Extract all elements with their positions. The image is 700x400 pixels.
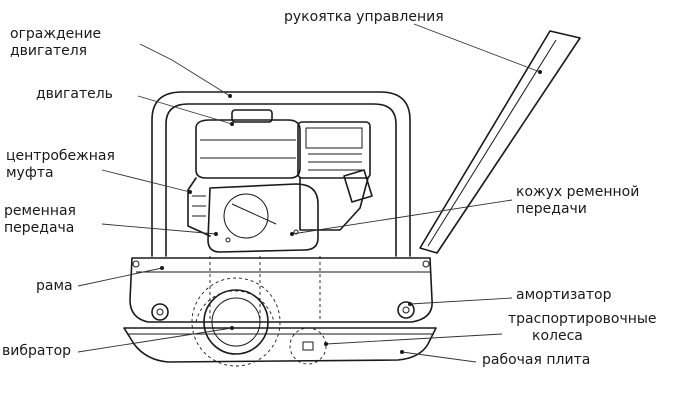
label-shock-absorber: амортизатор (516, 287, 612, 303)
label-centrifugal-clutch: центробежная муфта (6, 148, 115, 181)
label-engine: двигатель (36, 86, 113, 102)
label-frame: рама (36, 278, 73, 294)
label-engine-guard: ограждение двигателя (10, 26, 102, 59)
vibrator-shape (191, 277, 281, 367)
frame-shape (129, 256, 433, 323)
label-transport-wheels: траспортировочные колеса (508, 311, 657, 344)
work-plate-shape (123, 327, 437, 363)
label-vibrator: вибратор (2, 343, 72, 359)
label-belt-drive: ременная передача (4, 203, 76, 236)
label-belt-cover: кожух ременной передачи (516, 184, 640, 217)
label-work-plate: рабочая плита (482, 352, 591, 368)
label-control-handle: рукоятка управления (284, 9, 444, 25)
engine-shape (187, 109, 373, 237)
belt-cover-shape (207, 183, 319, 253)
control-handle-shape (419, 30, 581, 254)
leader-lines (77, 23, 542, 363)
engine-guard-shape (151, 91, 411, 257)
transport-wheels-shape (289, 327, 327, 365)
